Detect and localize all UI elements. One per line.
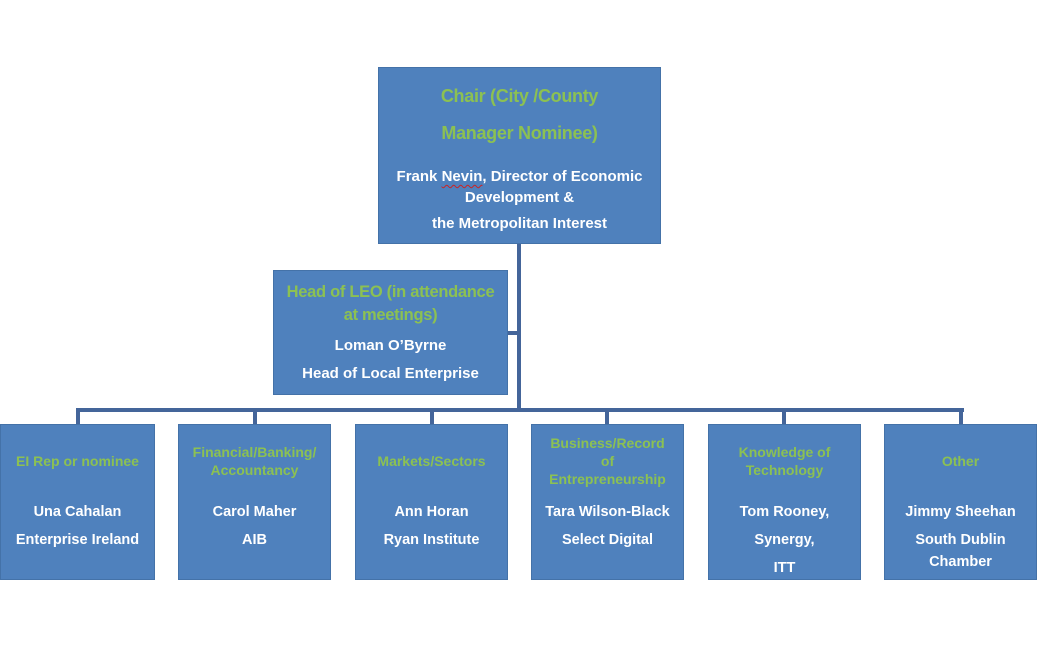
chair-member-line: Development & bbox=[464, 189, 575, 206]
member-name-line: Carol Maher bbox=[212, 504, 297, 520]
connector-drop bbox=[253, 412, 257, 425]
member-title-line: EI Rep or nominee bbox=[16, 453, 139, 469]
connector-vertical-main bbox=[517, 244, 521, 410]
misspelled-word: Nevin bbox=[441, 168, 483, 185]
leo-title-line: at meetings) bbox=[343, 306, 438, 324]
chair-role-title: Chair (City /County Manager Nominee) bbox=[379, 78, 660, 152]
leo-box: Head of LEO (in attendance at meetings) … bbox=[273, 270, 508, 395]
chair-member-line: the Metropolitan Interest bbox=[431, 215, 607, 232]
connector-drop bbox=[605, 412, 609, 425]
member-name-line: Select Digital bbox=[561, 532, 654, 548]
leo-member-name: Loman O’Byrne bbox=[334, 337, 447, 354]
member-role-title: EI Rep or nominee bbox=[1, 425, 154, 497]
member-title-line: Accountancy bbox=[210, 462, 299, 478]
chair-title-line: Manager Nominee) bbox=[441, 123, 598, 143]
leo-title-line: Head of LEO (in attendance bbox=[286, 283, 495, 301]
leo-role-title: Head of LEO (in attendance at meetings) bbox=[274, 281, 507, 327]
connector-leo-stub bbox=[506, 331, 519, 335]
member-name-line: ITT bbox=[773, 560, 796, 576]
member-role-title: Financial/Banking/Accountancy bbox=[179, 425, 330, 497]
member-title-line: Other bbox=[941, 453, 980, 469]
member-role-title: Markets/Sectors bbox=[356, 425, 507, 497]
member-name-text: Frank bbox=[396, 168, 442, 185]
connector-drop bbox=[782, 412, 786, 425]
member-box: Knowledge of Technology Tom Rooney, Synerg… bbox=[708, 424, 861, 580]
chair-title-line: Chair (City /County bbox=[440, 86, 599, 106]
member-box: Financial/Banking/Accountancy Carol Mahe… bbox=[178, 424, 331, 580]
member-names: Tom Rooney, Synergy, ITT bbox=[709, 501, 860, 579]
member-name-line: Jimmy Sheehan bbox=[905, 504, 1016, 520]
leo-member-role: Head of Local Enterprise bbox=[302, 365, 479, 382]
chair-member-details: Frank Nevin, Director of Economic Develo… bbox=[379, 166, 660, 234]
connector-horizontal-bus bbox=[76, 408, 964, 412]
connector-drop bbox=[430, 412, 434, 425]
member-role-title: Knowledge of Technology bbox=[709, 425, 860, 497]
member-title-line: Entrepreneurship bbox=[549, 471, 666, 487]
member-title-line: Technology bbox=[745, 462, 824, 478]
leo-member-details: Loman O’Byrne Head of Local Enterprise bbox=[274, 336, 507, 384]
member-name-line: Tara Wilson-Black bbox=[545, 504, 670, 520]
member-name-line: Ryan Institute bbox=[383, 532, 480, 548]
member-name-line: Tom Rooney, bbox=[739, 504, 830, 520]
member-role-text: , Director of Economic bbox=[482, 168, 643, 185]
chair-member-line: Frank Nevin, Director of Economic bbox=[379, 166, 660, 187]
member-name-line: Una Cahalan bbox=[33, 504, 122, 520]
member-name-line: Enterprise Ireland bbox=[15, 532, 140, 548]
member-title-line: Knowledge of bbox=[738, 444, 831, 460]
member-title-line: Financial/Banking/ bbox=[192, 444, 317, 460]
connector-drop bbox=[76, 412, 80, 425]
member-name-line: Ann Horan bbox=[394, 504, 469, 520]
member-role-title: Other bbox=[885, 425, 1036, 497]
member-name-line: AIB bbox=[242, 532, 267, 548]
member-title-line: of bbox=[600, 453, 615, 469]
connector-drop bbox=[959, 412, 963, 425]
member-title-line: Markets/Sectors bbox=[377, 453, 486, 469]
member-title-line: Business/Record bbox=[550, 435, 665, 451]
chair-box: Chair (City /County Manager Nominee) Fra… bbox=[378, 67, 661, 244]
member-name-line: Synergy, bbox=[754, 532, 815, 548]
